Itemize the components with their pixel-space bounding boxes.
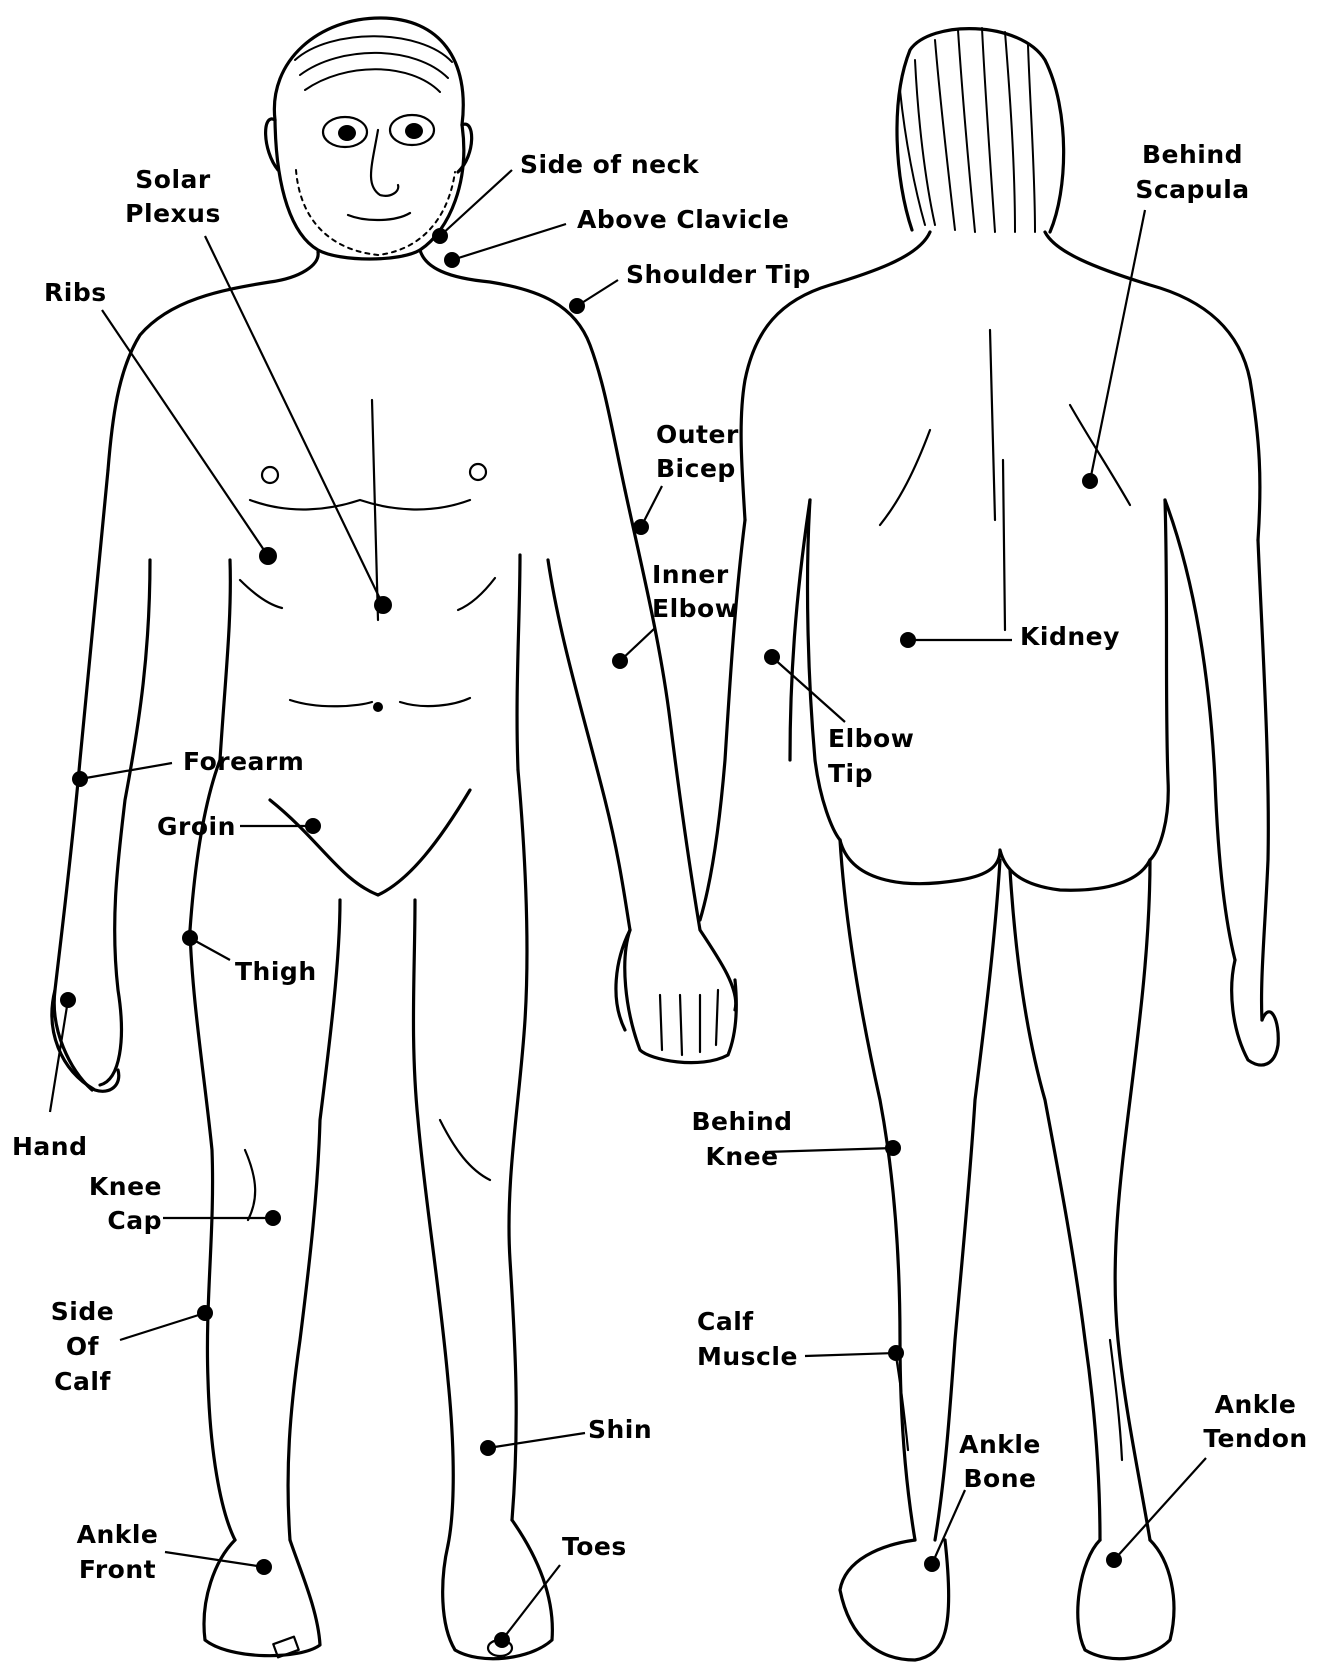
knee-cap-label-line1: Knee <box>70 1170 162 1204</box>
ankle-tendon-label-line2: Tendon <box>1198 1422 1313 1456</box>
elbow-tip-label-line1: Elbow <box>828 722 914 756</box>
calf-muscle-label-line1: Calf <box>697 1305 754 1339</box>
outer-bicep-label-line2: Bicep <box>656 452 736 486</box>
ankle-bone-label-line1: Ankle <box>952 1428 1048 1462</box>
ankle-bone-label-line2: Bone <box>952 1462 1048 1496</box>
side-of-neck-marker <box>432 228 448 244</box>
behind-scapula-label-line2: Scapula <box>1130 173 1255 207</box>
shin-label: Shin <box>588 1413 652 1447</box>
groin-marker <box>305 818 321 834</box>
front-markers <box>50 170 662 1648</box>
calf-muscle-label-line2: Muscle <box>697 1340 798 1374</box>
behind-scapula-label-line1: Behind <box>1130 138 1255 172</box>
ribs-marker <box>259 547 277 565</box>
thigh-marker <box>182 930 198 946</box>
side-of-calf-label-line3: Calf <box>40 1365 125 1399</box>
above-clavicle-label: Above Clavicle <box>577 203 789 237</box>
back-markers <box>764 210 1206 1572</box>
solar-plexus-label-line1: Solar <box>118 163 228 197</box>
side-of-neck-label: Side of neck <box>520 148 699 182</box>
forearm-marker <box>72 771 88 787</box>
outer-bicep-label-line1: Outer <box>656 418 739 452</box>
side-of-calf-marker <box>197 1305 213 1321</box>
ankle-tendon-label-line1: Ankle <box>1198 1388 1313 1422</box>
elbow-tip-marker <box>764 649 780 665</box>
side-of-calf-label-line2: Of <box>40 1330 125 1364</box>
hand-label: Hand <box>12 1130 88 1164</box>
forearm-label: Forearm <box>183 745 304 779</box>
hand-marker <box>60 992 76 1008</box>
thigh-label: Thigh <box>235 955 317 989</box>
inner-elbow-label-line2: Elbow <box>652 592 738 626</box>
ribs-label: Ribs <box>44 276 107 310</box>
shoulder-tip-marker <box>569 298 585 314</box>
solar-plexus-label-line2: Plexus <box>118 197 228 231</box>
behind-scapula-marker <box>1082 473 1098 489</box>
shin-marker <box>480 1440 496 1456</box>
solar-plexus-marker <box>374 596 392 614</box>
calf-muscle-marker <box>888 1345 904 1361</box>
ankle-tendon-marker <box>1106 1552 1122 1568</box>
toes-marker <box>494 1632 510 1648</box>
ankle-front-label-line1: Ankle <box>70 1518 165 1552</box>
behind-knee-label-line2: Knee <box>688 1140 796 1174</box>
groin-label: Groin <box>157 810 236 844</box>
knee-cap-label-line2: Cap <box>70 1204 162 1238</box>
inner-elbow-label-line1: Inner <box>652 558 729 592</box>
above-clavicle-marker <box>444 252 460 268</box>
outer-bicep-marker <box>633 519 649 535</box>
behind-knee-marker <box>885 1140 901 1156</box>
inner-elbow-marker <box>612 653 628 669</box>
ankle-front-marker <box>256 1559 272 1575</box>
ankle-bone-marker <box>924 1556 940 1572</box>
elbow-tip-label-line2: Tip <box>828 757 873 791</box>
toes-label: Toes <box>562 1530 627 1564</box>
ankle-front-label-line2: Front <box>70 1553 165 1587</box>
side-of-calf-label-line1: Side <box>40 1295 125 1329</box>
kidney-marker <box>900 632 916 648</box>
knee-cap-marker <box>265 1210 281 1226</box>
behind-knee-label-line1: Behind <box>688 1105 796 1139</box>
shoulder-tip-label: Shoulder Tip <box>626 258 811 292</box>
kidney-label: Kidney <box>1020 620 1120 654</box>
